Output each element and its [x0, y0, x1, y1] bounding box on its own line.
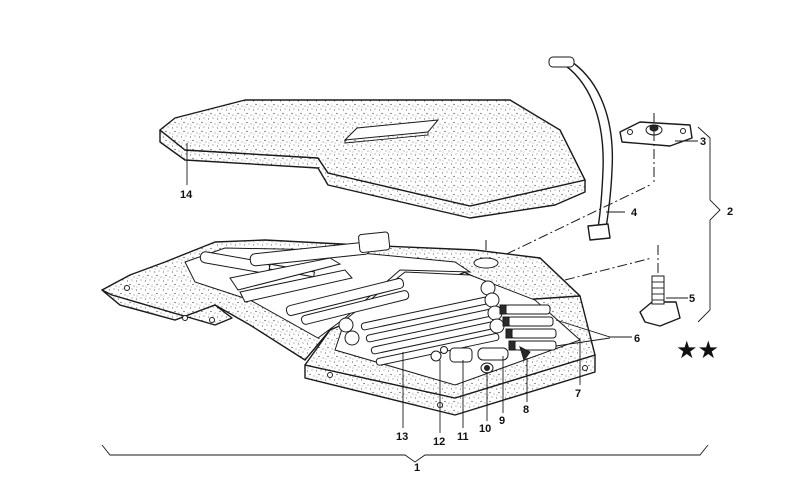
callout-8: 8 [523, 404, 529, 416]
tool-set [199, 231, 557, 374]
callout-6: 6 [634, 333, 640, 345]
tool-kit-cover [159, 99, 586, 219]
callout-labels: 1 2 3 4 5 6 7 8 9 10 11 12 13 14 [180, 136, 733, 474]
callout-1: 1 [414, 462, 420, 473]
callout-12: 12 [433, 436, 445, 448]
callout-13: 13 [396, 431, 408, 443]
guide-line [489, 184, 651, 263]
star-marks: ★★ [676, 337, 719, 364]
socket-set [499, 304, 557, 351]
callout-9: 9 [499, 415, 505, 427]
leader-lines [101, 126, 721, 463]
callout-4: 4 [631, 207, 638, 219]
guide-line [564, 257, 653, 281]
tool-strap [548, 56, 614, 241]
small-parts [430, 346, 531, 374]
spark-plug-wrench [285, 277, 410, 325]
callout-3: 3 [700, 136, 706, 148]
callout-10: 10 [479, 423, 491, 435]
rubber-buffer [639, 245, 681, 327]
pliers [229, 257, 353, 303]
hammer-handle [249, 231, 391, 267]
mounting-bracket [619, 113, 693, 185]
callout-11: 11 [457, 431, 469, 443]
callout-7: 7 [575, 388, 581, 400]
callout-14: 14 [180, 189, 193, 201]
callout-5: 5 [689, 293, 695, 305]
callout-2: 2 [727, 206, 733, 218]
open-end-wrench [338, 280, 505, 366]
